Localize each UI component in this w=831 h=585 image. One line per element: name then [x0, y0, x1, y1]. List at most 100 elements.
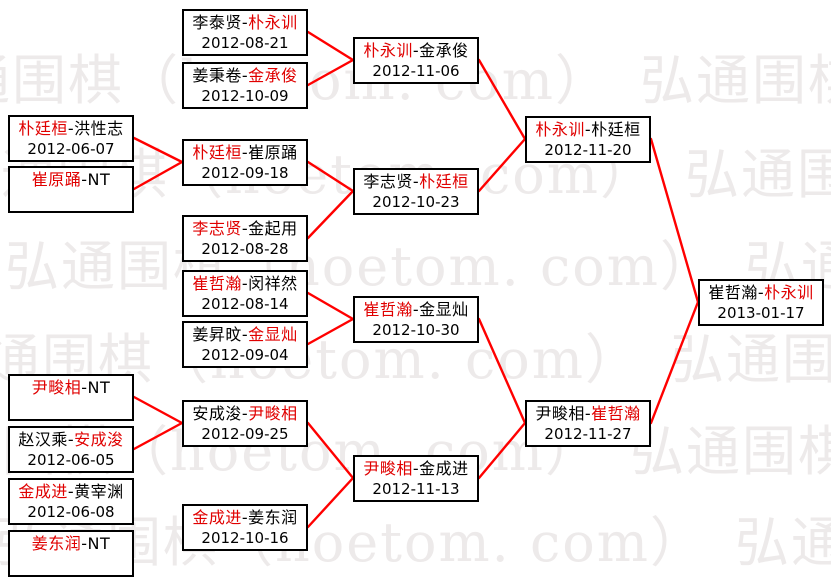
match-box-r3-1[interactable]: 朴永训-朴廷桓 2012-11-20 — [525, 116, 651, 163]
match-box-semifinal[interactable]: 尹畯相-崔哲瀚 2012-11-27 — [525, 400, 651, 447]
match-players: 姜东润-NT — [10, 533, 132, 554]
match-players: 金成进-姜东润 — [184, 507, 306, 528]
match-box-final[interactable]: 崔哲瀚-朴永训 2013-01-17 — [698, 279, 824, 326]
players-separator: - — [67, 119, 75, 138]
match-box-r1-10[interactable]: 金成进-黄宰渊 2012-06-08 — [8, 478, 134, 525]
player2-name: NT — [87, 534, 111, 553]
player1-name: 朴永训 — [535, 120, 585, 139]
players-separator: - — [241, 13, 249, 32]
players-separator: - — [412, 172, 420, 191]
match-players: 姜昇旼-金显灿 — [184, 324, 306, 345]
match-box-r2-2[interactable]: 朴廷桓-崔原踊 2012-09-18 — [182, 139, 308, 186]
match-date: 2012-06-08 — [27, 503, 115, 521]
match-players: 崔哲瀚-朴永训 — [700, 282, 822, 303]
player2-name: 崔哲瀚 — [591, 404, 641, 423]
match-box-r3-2[interactable]: 尹畯相-金成进 2012-11-13 — [353, 455, 479, 502]
player1-name: 金成进 — [18, 482, 68, 501]
player1-name: 李泰贤 — [192, 13, 242, 32]
player2-name: 尹畯相 — [248, 404, 298, 423]
match-box-r2-6[interactable]: 金成进-姜东润 2012-10-16 — [182, 504, 308, 551]
match-date: 2012-11-13 — [372, 480, 460, 498]
match-players: 崔原踊-NT — [10, 169, 132, 190]
player2-name: 洪性志 — [74, 119, 124, 138]
player1-name: 尹畯相 — [535, 404, 585, 423]
players-separator: - — [584, 120, 592, 139]
match-players: 李泰贤-朴永训 — [184, 12, 306, 33]
match-date: 2012-09-04 — [201, 346, 289, 364]
match-box-r1-5[interactable]: 李志贤-金起用 2012-08-28 — [182, 215, 308, 262]
match-date: 2012-08-28 — [201, 240, 289, 258]
player1-name: 姜秉卷 — [192, 66, 242, 85]
player1-name: 尹畯相 — [31, 378, 82, 397]
match-date: 2012-11-06 — [372, 62, 460, 80]
match-date: 2012-11-27 — [544, 425, 632, 443]
player2-name: 金承俊 — [419, 41, 469, 60]
player1-name: 金成进 — [192, 508, 242, 527]
player1-name: 安成浚 — [192, 404, 242, 423]
match-date: 2013-01-17 — [717, 304, 805, 322]
player1-name: 尹畯相 — [363, 459, 413, 478]
players-separator: - — [241, 143, 249, 162]
player1-name: 朴廷桓 — [192, 143, 242, 162]
player1-name: 崔哲瀚 — [363, 300, 413, 319]
player2-name: 朴廷桓 — [591, 120, 641, 139]
match-box-r2-3[interactable]: 李志贤-朴廷桓 2012-10-23 — [353, 168, 479, 215]
match-players: 崔哲瀚-金显灿 — [355, 299, 477, 320]
match-box-r1-2[interactable]: 姜秉卷-金承俊 2012-10-09 — [182, 62, 308, 109]
match-date: 2012-06-07 — [27, 140, 115, 158]
match-date: 2012-10-09 — [201, 87, 289, 105]
player2-name: 金成进 — [419, 459, 469, 478]
match-box-r1-4[interactable]: 崔原踊-NT — [8, 166, 134, 213]
match-box-r1-1[interactable]: 李泰贤-朴永训 2012-08-21 — [182, 9, 308, 56]
player2-name: 朴永训 — [764, 283, 814, 302]
match-date: 2012-06-05 — [27, 451, 115, 469]
match-date: 2012-10-23 — [372, 193, 460, 211]
players-separator: - — [241, 508, 249, 527]
match-date: 2012-11-20 — [544, 141, 632, 159]
match-players: 朴廷桓-洪性志 — [10, 118, 132, 139]
match-date: 2012-10-30 — [372, 321, 460, 339]
player2-name: 金显灿 — [419, 300, 469, 319]
players-separator: - — [67, 482, 75, 501]
match-box-r1-11[interactable]: 姜东润-NT — [8, 530, 134, 577]
players-separator: - — [412, 41, 420, 60]
match-date: 2012-10-16 — [201, 529, 289, 547]
match-players: 姜秉卷-金承俊 — [184, 65, 306, 86]
match-box-r1-9[interactable]: 赵汉乘-安成浚 2012-06-05 — [8, 426, 134, 473]
player2-name: 闵祥然 — [248, 274, 298, 293]
match-box-r2-5[interactable]: 安成浚-尹畯相 2012-09-25 — [182, 400, 308, 447]
players-separator: - — [241, 325, 249, 344]
player1-name: 崔哲瀚 — [708, 283, 758, 302]
player2-name: 黄宰渊 — [74, 482, 124, 501]
player2-name: 崔原踊 — [248, 143, 298, 162]
match-box-r2-1[interactable]: 朴永训-金承俊 2012-11-06 — [353, 37, 479, 84]
match-box-r1-3[interactable]: 朴廷桓-洪性志 2012-06-07 — [8, 115, 134, 162]
players-separator: - — [241, 219, 249, 238]
players-separator: - — [81, 534, 88, 553]
players-separator: - — [241, 274, 249, 293]
player1-name: 朴永训 — [363, 41, 413, 60]
match-box-r1-8[interactable]: 尹畯相-NT — [8, 374, 134, 421]
player2-name: 安成浚 — [74, 430, 124, 449]
match-box-r1-6[interactable]: 崔哲瀚-闵祥然 2012-08-14 — [182, 270, 308, 317]
match-players: 金成进-黄宰渊 — [10, 481, 132, 502]
match-box-r2-4[interactable]: 崔哲瀚-金显灿 2012-10-30 — [353, 296, 479, 343]
players-separator: - — [67, 430, 75, 449]
match-players: 赵汉乘-安成浚 — [10, 429, 132, 450]
player2-name: 朴永训 — [248, 13, 298, 32]
players-separator: - — [412, 459, 420, 478]
player2-name: 金显灿 — [248, 325, 298, 344]
match-players: 安成浚-尹畯相 — [184, 403, 306, 424]
player2-name: 姜东润 — [248, 508, 298, 527]
player1-name: 姜东润 — [31, 534, 82, 553]
player2-name: 金起用 — [248, 219, 298, 238]
match-players: 朴永训-朴廷桓 — [527, 119, 649, 140]
players-separator: - — [81, 170, 88, 189]
match-box-r1-7[interactable]: 姜昇旼-金显灿 2012-09-04 — [182, 321, 308, 368]
match-players: 尹畯相-崔哲瀚 — [527, 403, 649, 424]
player1-name: 李志贤 — [363, 172, 413, 191]
match-players: 朴廷桓-崔原踊 — [184, 142, 306, 163]
match-players: 尹畯相-金成进 — [355, 458, 477, 479]
